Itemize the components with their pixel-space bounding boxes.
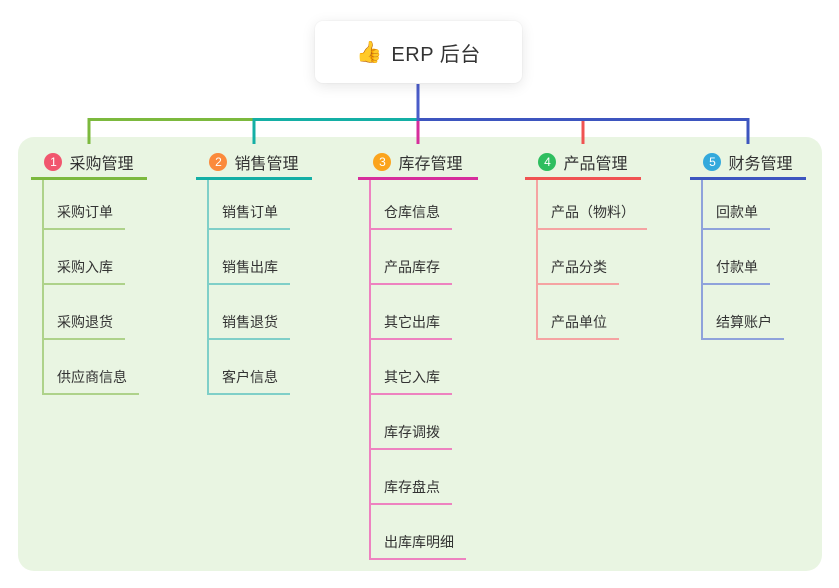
branch-2: 2 销售管理销售订单销售出库销售退货客户信息 (196, 147, 312, 395)
child-node[interactable]: 付款单 (701, 257, 770, 285)
branch-3-children: 仓库信息产品库存其它出库其它入库库存调拨库存盘点出库库明细 (369, 180, 478, 560)
branch-number-badge: 5 (703, 153, 722, 171)
branch-3-header[interactable]: 3 库存管理 (358, 147, 478, 180)
child-row: 供应商信息 (42, 340, 147, 395)
child-row: 其它出库 (369, 285, 478, 340)
child-node[interactable]: 其它入库 (369, 367, 452, 395)
child-row: 采购入库 (42, 230, 147, 285)
branch-5-children: 回款单付款单结算账户 (701, 180, 806, 340)
branch-4: 4 产品管理产品（物料） 产品分类产品单位 (525, 147, 647, 340)
branch-label: 产品管理 (563, 156, 628, 173)
child-row: 销售出库 (207, 230, 312, 285)
child-row: 产品单位 (536, 285, 641, 340)
child-row: 结算账户 (701, 285, 806, 340)
child-node[interactable]: 库存调拨 (369, 422, 452, 450)
branch-4-children: 产品（物料） 产品分类产品单位 (536, 180, 647, 340)
child-node[interactable]: 产品库存 (369, 257, 452, 285)
child-row: 客户信息 (207, 340, 312, 395)
branch-5: 5 财务管理回款单付款单结算账户 (690, 147, 806, 340)
child-node[interactable]: 产品分类 (536, 257, 619, 285)
child-node[interactable]: 供应商信息 (42, 367, 139, 395)
child-node[interactable]: 销售退货 (207, 312, 290, 340)
branch-label: 采购管理 (69, 156, 134, 173)
branch-5-header[interactable]: 5 财务管理 (690, 147, 806, 180)
child-node[interactable]: 采购退货 (42, 312, 125, 340)
child-node[interactable]: 采购入库 (42, 257, 125, 285)
child-node[interactable]: 产品单位 (536, 312, 619, 340)
child-row: 仓库信息 (369, 180, 478, 230)
child-row: 其它入库 (369, 340, 478, 395)
child-row: 产品库存 (369, 230, 478, 285)
child-row: 产品（物料） (536, 180, 647, 230)
child-row: 库存调拨 (369, 395, 478, 450)
branch-number-badge: 2 (209, 153, 228, 171)
child-node[interactable]: 出库库明细 (369, 532, 466, 560)
child-node[interactable]: 销售订单 (207, 202, 290, 230)
thumbs-up-icon: 👍 (356, 40, 383, 64)
branch-2-children: 销售订单销售出库销售退货客户信息 (207, 180, 312, 395)
child-row: 销售退货 (207, 285, 312, 340)
child-node[interactable]: 销售出库 (207, 257, 290, 285)
child-node[interactable]: 采购订单 (42, 202, 125, 230)
root-node[interactable]: 👍 ERP 后台 (315, 21, 522, 83)
branch-number-badge: 4 (538, 153, 557, 171)
child-node[interactable]: 库存盘点 (369, 477, 452, 505)
child-row: 采购退货 (42, 285, 147, 340)
branch-label: 库存管理 (398, 156, 463, 173)
branch-1-children: 采购订单采购入库采购退货供应商信息 (42, 180, 147, 395)
child-row: 出库库明细 (369, 505, 478, 560)
child-node[interactable]: 客户信息 (207, 367, 290, 395)
branch-number-badge: 3 (373, 153, 392, 171)
child-node[interactable]: 回款单 (701, 202, 770, 230)
child-row: 销售订单 (207, 180, 312, 230)
branch-1: 1 采购管理采购订单采购入库采购退货供应商信息 (31, 147, 147, 395)
child-row: 付款单 (701, 230, 806, 285)
child-node[interactable]: 其它出库 (369, 312, 452, 340)
child-row: 回款单 (701, 180, 806, 230)
child-node[interactable]: 产品（物料） (536, 202, 647, 230)
branch-2-header[interactable]: 2 销售管理 (196, 147, 312, 180)
branch-label: 财务管理 (728, 156, 793, 173)
branch-label: 销售管理 (234, 156, 299, 173)
branch-3: 3 库存管理仓库信息产品库存其它出库其它入库库存调拨库存盘点出库库明细 (358, 147, 478, 560)
child-node[interactable]: 结算账户 (701, 312, 784, 340)
child-row: 库存盘点 (369, 450, 478, 505)
branch-4-header[interactable]: 4 产品管理 (525, 147, 641, 180)
child-node[interactable]: 仓库信息 (369, 202, 452, 230)
child-row: 采购订单 (42, 180, 147, 230)
root-title: ERP 后台 (391, 43, 481, 66)
mindmap-panel (18, 137, 822, 571)
child-row: 产品分类 (536, 230, 641, 285)
branch-1-header[interactable]: 1 采购管理 (31, 147, 147, 180)
branch-number-badge: 1 (44, 153, 63, 171)
